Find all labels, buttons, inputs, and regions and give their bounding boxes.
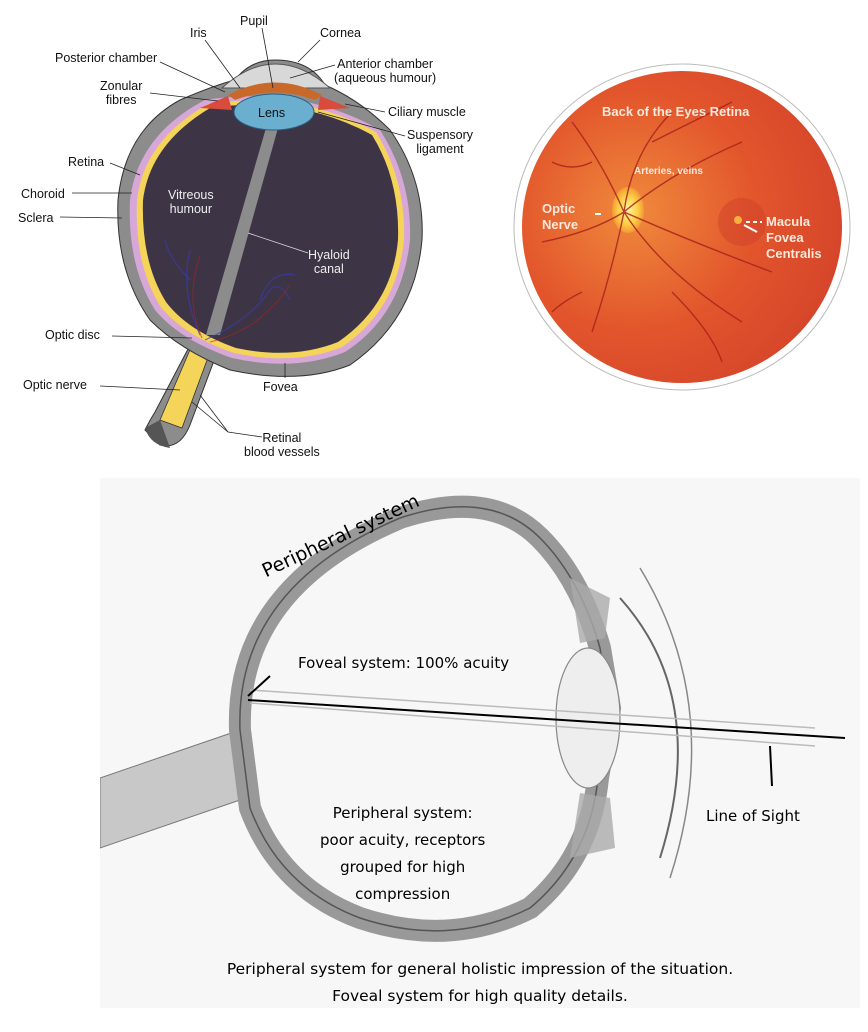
label-arteries-veins: Arteries, veins [634,166,703,177]
retinal-vessels-photo [541,101,773,363]
label-vitreous-line1: Vitreous [168,188,214,202]
label-choroid: Choroid [21,187,65,201]
label-pupil: Pupil [240,14,268,28]
optic-nerve-side [100,729,241,849]
label-retinal-line2: blood vessels [244,445,320,459]
label-posterior-chamber: Posterior chamber [55,51,158,65]
eye-cross-section-graphic [59,27,423,448]
label-suspensory-ligament: Suspensory ligament [407,128,473,156]
retinal-vessels [164,239,296,341]
fundus-graphic [513,63,851,391]
label-optic-nerve: Optic nerve [23,378,87,392]
vision-systems-diagram: Peripheral system Foveal system: 100% ac… [100,478,860,1008]
ciliary-upper [570,578,610,643]
label-optic-line2: Nerve [542,217,579,232]
label-foveal-system: Foveal system: 100% acuity [298,654,510,672]
line-of-sight-pointer [769,745,773,787]
label-fovea: Fovea [263,380,298,394]
lens-side [555,647,621,789]
label-retinal-line1: Retinal [262,431,302,445]
label-retina: Retina [68,155,105,169]
label-peripheral-line1: Peripheral system: [332,804,473,822]
label-suspensory-line2: ligament [416,142,464,156]
label-peripheral-line3: grouped for high [340,858,466,876]
label-cornea: Cornea [320,26,361,40]
label-optic-disc: Optic disc [45,328,100,342]
label-zonular-fibres: Zonular fibres [100,79,142,107]
label-anterior-chamber-line2: (aqueous humour) [334,71,437,85]
label-vitreous-line2: humour [169,202,213,216]
caption-line1: Peripheral system for general holistic i… [226,960,734,978]
label-optic-line1: Optic [542,201,576,216]
optic-disc [612,187,644,233]
label-fovea-line1: Fovea [766,230,804,245]
vitreous-body [142,104,399,353]
label-lens: Lens [258,106,286,120]
caption-line2: Foveal system for high quality details. [332,987,628,1005]
label-ciliary-muscle: Ciliary muscle [388,105,466,119]
ciliary-muscle-right [318,96,350,110]
leader-lines [59,27,406,438]
line-of-sight [247,699,846,739]
ciliary-muscle-left [200,96,232,110]
fundus [522,71,842,383]
retina-title: Back of the Eyes Retina [602,104,750,119]
label-suspensory-line1: Suspensory [407,128,474,142]
label-optic-nerve-photo: Optic Nerve [542,201,578,233]
cornea-side [619,597,679,859]
label-iris: Iris [190,26,207,40]
label-anterior-chamber-line1: Anterior chamber [337,57,434,71]
eye-anatomy-diagram: Pupil Iris Cornea Posterior chamber Ante… [0,0,480,470]
label-peripheral-line2: poor acuity, receptors [320,831,486,849]
fovea-pointer [743,224,758,233]
label-hyaloid-line1: Hyaloid [308,248,350,262]
label-hyaloid-canal: Hyaloid canal [308,248,350,276]
label-hyaloid-line2: canal [313,262,344,276]
label-anterior-chamber: Anterior chamber (aqueous humour) [334,57,436,85]
label-sclera: Sclera [18,211,54,225]
label-fovea-centralis: Fovea Centralis [766,230,822,262]
lens [233,93,315,131]
hyaloid-canal [206,128,278,335]
eye-side-view-graphic [100,495,846,942]
label-fovea-line2: Centralis [766,246,822,261]
label-retinal-blood-vessels: Retinal blood vessels [244,431,320,459]
optic-nerve-end [145,420,170,448]
label-vitreous-humour: Vitreous humour [168,188,214,216]
label-zonular-line1: Zonular [100,79,143,93]
label-macula: Macula [766,214,811,229]
label-peripheral-system-desc: Peripheral system: poor acuity, receptor… [320,800,485,908]
ciliary-lower [570,793,615,858]
label-peripheral-line4: compression [355,885,451,903]
fovea-dot [734,216,742,224]
label-zonular-line2: fibres [105,93,137,107]
retina-fundus-image: Back of the Eyes Retina Arteries, veins … [512,62,852,392]
label-line-of-sight: Line of Sight [706,807,800,825]
cornea [220,63,332,89]
iris [228,82,322,100]
foveal-pointer [247,675,271,697]
caption: Peripheral system for general holistic i… [100,956,860,1010]
macula-area [718,198,766,246]
